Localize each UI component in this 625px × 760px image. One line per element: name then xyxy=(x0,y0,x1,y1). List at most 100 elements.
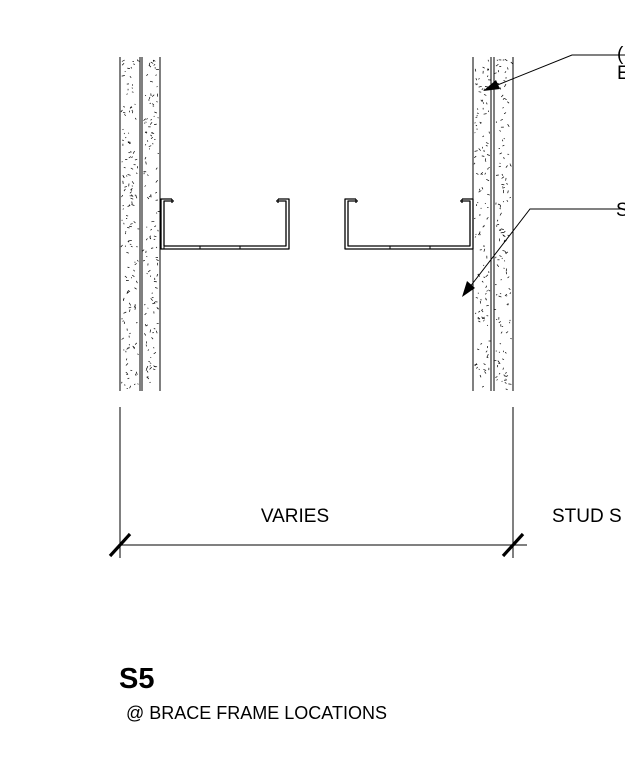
gypsum-speckle xyxy=(135,371,138,375)
gypsum-speckle xyxy=(156,307,159,309)
gypsum-speckle xyxy=(129,75,132,79)
gypsum-speckle xyxy=(155,330,158,334)
gypsum-speckle xyxy=(129,243,132,245)
gypsum-speckle xyxy=(146,174,149,176)
gypsum-speckle xyxy=(505,331,509,334)
gypsum-speckle xyxy=(133,63,135,65)
gypsum-speckle xyxy=(503,239,506,242)
gypsum-speckle xyxy=(152,103,155,106)
gypsum-speckle xyxy=(502,186,504,188)
gypsum-speckle xyxy=(128,156,132,159)
gypsum-speckle xyxy=(485,350,488,353)
gypsum-speckle xyxy=(127,205,131,207)
dimension-tick-right xyxy=(501,532,525,558)
gypsum-speckle xyxy=(486,353,489,358)
gypsum-speckle xyxy=(155,167,158,170)
gypsum-speckle xyxy=(478,148,481,151)
gypsum-speckle xyxy=(501,94,504,98)
gypsum-speckle xyxy=(147,269,151,273)
gypsum-speckle xyxy=(483,113,487,115)
gypsum-speckle xyxy=(485,297,487,301)
gypsum-speckle xyxy=(485,145,488,147)
gypsum-speckle xyxy=(130,197,134,200)
gypsum-speckle xyxy=(499,87,502,90)
gypsum-speckle xyxy=(135,172,138,175)
gypsum-speckle xyxy=(150,119,153,121)
gypsum-speckle xyxy=(130,223,133,225)
gypsum-speckle xyxy=(481,385,484,388)
gypsum-speckle xyxy=(122,139,124,141)
gypsum-speckle xyxy=(157,308,160,310)
gypsum-speckle xyxy=(502,200,505,203)
gypsum-speckle xyxy=(505,378,507,381)
gypsum-speckle xyxy=(144,303,146,306)
gypsum-speckle xyxy=(135,195,138,199)
gypsum-speckle xyxy=(125,363,129,366)
gypsum-speckle xyxy=(510,337,512,340)
gypsum-speckle xyxy=(121,194,124,198)
gypsum-speckle xyxy=(504,375,507,377)
gypsum-speckle xyxy=(504,293,508,297)
gypsum-speckle xyxy=(480,171,484,175)
gypsum-speckle xyxy=(149,366,152,370)
gypsum-speckle xyxy=(132,150,135,154)
gypsum-speckle xyxy=(474,150,478,152)
gypsum-speckle xyxy=(134,158,138,161)
gypsum-speckle xyxy=(133,221,136,224)
gypsum-speckle xyxy=(157,229,159,232)
gypsum-speckle xyxy=(476,366,478,369)
gypsum-speckle xyxy=(485,285,488,289)
gypsum-speckle xyxy=(134,306,136,310)
gypsum-speckle xyxy=(130,187,133,191)
gypsum-speckle xyxy=(123,188,126,192)
gypsum-speckle xyxy=(475,116,478,118)
gypsum-speckle xyxy=(128,302,132,306)
gypsum-speckle xyxy=(154,123,157,125)
gypsum-speckle xyxy=(149,365,151,367)
gypsum-speckle xyxy=(121,381,123,384)
gypsum-speckle xyxy=(150,298,153,301)
gypsum-speckle xyxy=(153,63,156,66)
gypsum-speckle xyxy=(150,247,154,249)
gypsum-speckle xyxy=(477,201,479,204)
gypsum-speckle xyxy=(475,83,478,86)
gypsum-speckle xyxy=(149,236,152,240)
gypsum-speckle xyxy=(129,191,132,194)
gypsum-speckle xyxy=(153,238,156,241)
gypsum-speckle xyxy=(487,193,490,196)
gypsum-speckle xyxy=(497,203,501,206)
gypsum-speckle xyxy=(498,321,502,324)
gypsum-speckle xyxy=(484,158,487,161)
gypsum-speckle xyxy=(156,273,159,277)
gypsum-speckle xyxy=(509,164,512,167)
gypsum-speckle xyxy=(137,353,139,356)
gypsum-speckle xyxy=(122,128,124,131)
gypsum-speckle xyxy=(494,359,497,362)
gypsum-speckle xyxy=(497,360,500,364)
gypsum-speckle xyxy=(481,155,485,157)
gypsum-speckle xyxy=(130,369,133,372)
gypsum-speckle xyxy=(507,124,510,127)
gypsum-speckle xyxy=(150,134,153,137)
gypsum-speckle xyxy=(481,317,486,320)
gypsum-speckle xyxy=(504,352,507,354)
gypsum-speckle xyxy=(499,228,501,231)
gypsum-speckle xyxy=(479,300,482,304)
gypsum-speckle xyxy=(156,86,158,88)
gypsum-speckle xyxy=(481,280,484,283)
gypsum-speckle xyxy=(131,156,134,158)
gypsum-speckle xyxy=(121,59,125,62)
gypsum-speckle xyxy=(499,129,501,132)
gypsum-speckle xyxy=(484,86,488,88)
gypsum-speckle xyxy=(498,295,502,298)
gypsum-speckle xyxy=(478,190,482,193)
gypsum-speckle xyxy=(479,121,482,124)
gypsum-speckle xyxy=(130,66,133,69)
gypsum-speckle xyxy=(148,360,150,363)
gypsum-speckle xyxy=(126,347,129,350)
gypsum-speckle xyxy=(501,184,505,186)
gypsum-speckle xyxy=(125,136,127,139)
gypsum-speckle xyxy=(478,368,480,370)
gypsum-speckle xyxy=(130,150,132,153)
gypsum-speckle xyxy=(127,174,131,176)
